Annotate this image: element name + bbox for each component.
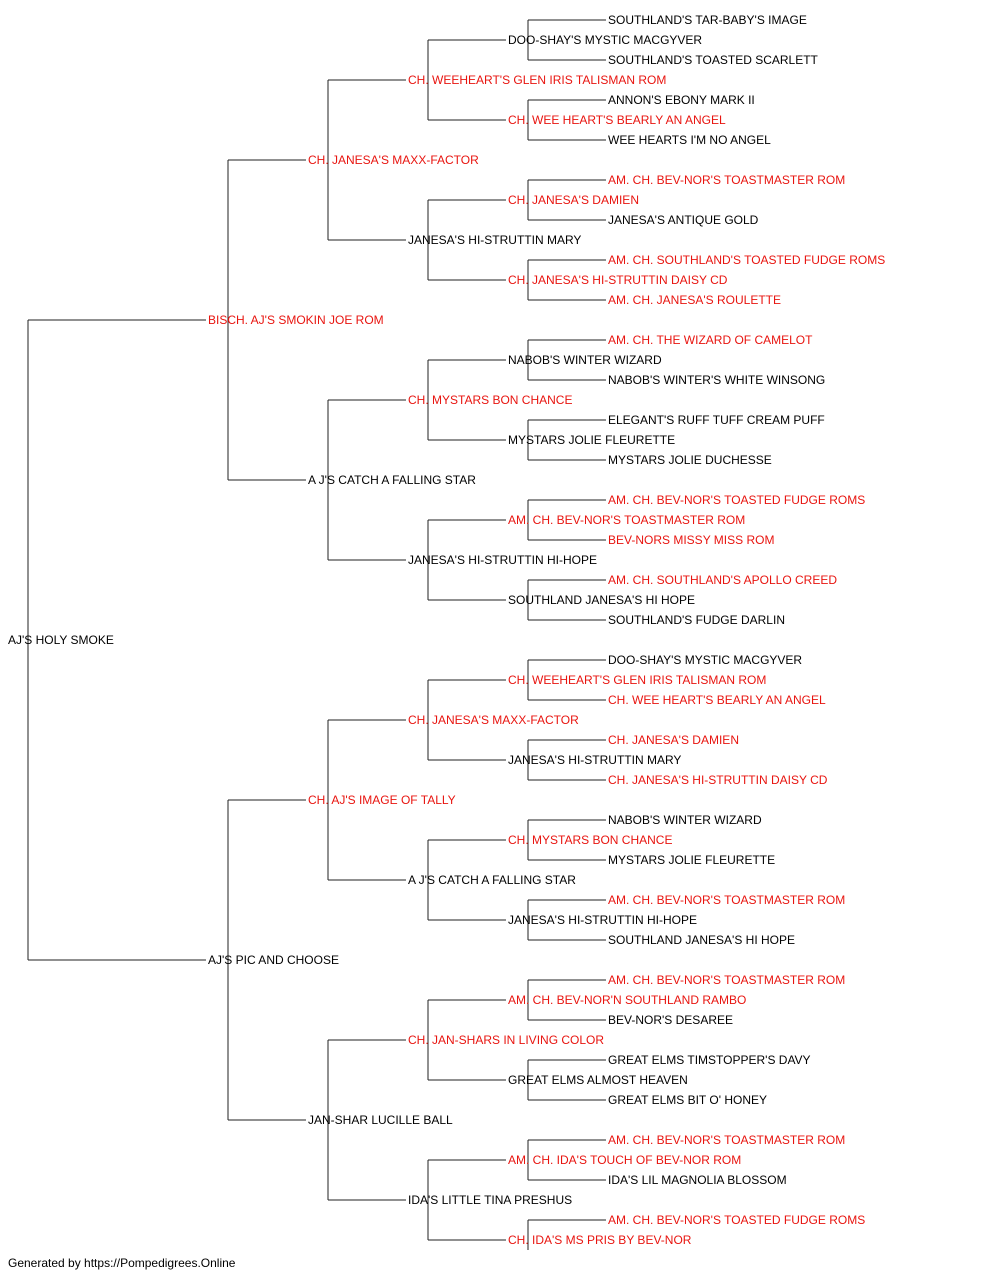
dog-name-gen-5: MYSTARS JOLIE FLEURETTE bbox=[608, 853, 775, 867]
dog-name-gen-4: CH. MYSTARS BON CHANCE bbox=[508, 833, 672, 847]
dog-name-gen-5: CH. WEE HEART'S BEARLY AN ANGEL bbox=[608, 693, 826, 707]
dog-name-gen-4: GREAT ELMS ALMOST HEAVEN bbox=[508, 1073, 688, 1087]
dog-name-gen-4: MYSTARS JOLIE FLEURETTE bbox=[508, 433, 675, 447]
dog-name-gen-5: AM. CH. BEV-NOR'S TOASTMASTER ROM bbox=[608, 973, 845, 987]
dog-name-gen-5: DOO-SHAY'S MYSTIC MACGYVER bbox=[608, 653, 802, 667]
dog-name-gen-5: BEV-NORS MISSY MISS ROM bbox=[608, 533, 774, 547]
dog-name-gen-0: AJ'S HOLY SMOKE bbox=[8, 633, 114, 647]
dog-name-gen-2: CH. AJ'S IMAGE OF TALLY bbox=[308, 793, 456, 807]
dog-name-gen-5: SOUTHLAND'S TAR-BABY'S IMAGE bbox=[608, 13, 807, 27]
dog-name-gen-4: AM. CH. BEV-NOR'N SOUTHLAND RAMBO bbox=[508, 993, 746, 1007]
dog-name-gen-4: CH. JANESA'S HI-STRUTTIN DAISY CD bbox=[508, 273, 728, 287]
generated-by-footer: Generated by https://Pompedigrees.Online bbox=[8, 1256, 236, 1270]
dog-name-gen-5: NABOB'S WINTER'S WHITE WINSONG bbox=[608, 373, 825, 387]
dog-name-gen-5: GREAT ELMS TIMSTOPPER'S DAVY bbox=[608, 1053, 811, 1067]
dog-name-gen-5: AM. CH. JANESA'S ROULETTE bbox=[608, 293, 781, 307]
dog-name-gen-5: CH. JANESA'S DAMIEN bbox=[608, 733, 739, 747]
dog-name-gen-3: IDA'S LITTLE TINA PRESHUS bbox=[408, 1193, 572, 1207]
dog-name-gen-5: AM. CH. SOUTHLAND'S APOLLO CREED bbox=[608, 573, 837, 587]
dog-name-gen-4: NABOB'S WINTER WIZARD bbox=[508, 353, 662, 367]
dog-name-gen-5: AM. CH. BEV-NOR'S TOASTMASTER ROM bbox=[608, 173, 845, 187]
dog-name-gen-4: DOO-SHAY'S MYSTIC MACGYVER bbox=[508, 33, 702, 47]
dog-name-gen-5: AM. CH. SOUTHLAND'S TOASTED FUDGE ROMS bbox=[608, 253, 885, 267]
dog-name-gen-3: CH. JAN-SHARS IN LIVING COLOR bbox=[408, 1033, 604, 1047]
dog-name-gen-3: JANESA'S HI-STRUTTIN HI-HOPE bbox=[408, 553, 597, 567]
dog-name-gen-5: BEV-NOR'S DESAREE bbox=[608, 1013, 733, 1027]
dog-name-gen-3: CH. JANESA'S MAXX-FACTOR bbox=[408, 713, 579, 727]
dog-name-gen-3: CH. MYSTARS BON CHANCE bbox=[408, 393, 572, 407]
dog-name-gen-5: ANNON'S EBONY MARK II bbox=[608, 93, 755, 107]
dog-name-gen-4: CH. WEEHEART'S GLEN IRIS TALISMAN ROM bbox=[508, 673, 766, 687]
dog-name-gen-1: AJ'S PIC AND CHOOSE bbox=[208, 953, 339, 967]
dog-name-gen-5: ELEGANT'S RUFF TUFF CREAM PUFF bbox=[608, 413, 825, 427]
dog-name-gen-5: AM. CH. BEV-NOR'S TOASTMASTER ROM bbox=[608, 1133, 845, 1147]
dog-name-gen-5: JANESA'S ANTIQUE GOLD bbox=[608, 213, 759, 227]
dog-name-gen-2: CH. JANESA'S MAXX-FACTOR bbox=[308, 153, 479, 167]
dog-name-gen-3: JANESA'S HI-STRUTTIN MARY bbox=[408, 233, 581, 247]
dog-name-gen-2: JAN-SHAR LUCILLE BALL bbox=[308, 1113, 453, 1127]
dog-name-gen-5: GREAT ELMS BIT O' HONEY bbox=[608, 1093, 767, 1107]
dog-name-gen-5: AM. CH. BEV-NOR'S TOASTED FUDGE ROMS bbox=[608, 493, 865, 507]
dog-name-gen-4: AM. CH. IDA'S TOUCH OF BEV-NOR ROM bbox=[508, 1153, 741, 1167]
dog-name-gen-4: CH. JANESA'S DAMIEN bbox=[508, 193, 639, 207]
dog-name-gen-5: SOUTHLAND JANESA'S HI HOPE bbox=[608, 933, 795, 947]
dog-name-gen-3: A J'S CATCH A FALLING STAR bbox=[408, 873, 576, 887]
dog-name-gen-5: AM. CH. BEV-NOR'S TOASTED FUDGE ROMS bbox=[608, 1213, 865, 1227]
dog-name-gen-3: CH. WEEHEART'S GLEN IRIS TALISMAN ROM bbox=[408, 73, 666, 87]
dog-name-gen-5: NABOB'S WINTER WIZARD bbox=[608, 813, 762, 827]
dog-name-gen-2: A J'S CATCH A FALLING STAR bbox=[308, 473, 476, 487]
dog-name-gen-4: JANESA'S HI-STRUTTIN MARY bbox=[508, 753, 681, 767]
dog-name-gen-5: SOUTHLAND'S FUDGE DARLIN bbox=[608, 613, 785, 627]
dog-name-gen-4: CH. WEE HEART'S BEARLY AN ANGEL bbox=[508, 113, 726, 127]
dog-name-gen-4: SOUTHLAND JANESA'S HI HOPE bbox=[508, 593, 695, 607]
dog-name-gen-5: AM. CH. THE WIZARD OF CAMELOT bbox=[608, 333, 813, 347]
dog-name-gen-4: AM. CH. BEV-NOR'S TOASTMASTER ROM bbox=[508, 513, 745, 527]
dog-name-gen-5: MYSTARS JOLIE DUCHESSE bbox=[608, 453, 772, 467]
dog-name-gen-5: AM. CH. BEV-NOR'S TOASTMASTER ROM bbox=[608, 893, 845, 907]
dog-name-gen-5: SOUTHLAND'S TOASTED SCARLETT bbox=[608, 53, 819, 67]
pedigree-chart: AJ'S HOLY SMOKE BISCH. AJ'S SMOKIN JOE RO… bbox=[8, 13, 885, 1250]
dog-name-gen-4: CH. IDA'S MS PRIS BY BEV-NOR bbox=[508, 1233, 692, 1247]
dog-name-gen-5: CH. JANESA'S HI-STRUTTIN DAISY CD bbox=[608, 773, 828, 787]
dog-name-gen-4: JANESA'S HI-STRUTTIN HI-HOPE bbox=[508, 913, 697, 927]
dog-name-gen-1: BISCH. AJ'S SMOKIN JOE ROM bbox=[208, 313, 384, 327]
dog-name-gen-5: WEE HEARTS I'M NO ANGEL bbox=[608, 133, 771, 147]
dog-name-gen-5: IDA'S LIL MAGNOLIA BLOSSOM bbox=[608, 1173, 787, 1187]
